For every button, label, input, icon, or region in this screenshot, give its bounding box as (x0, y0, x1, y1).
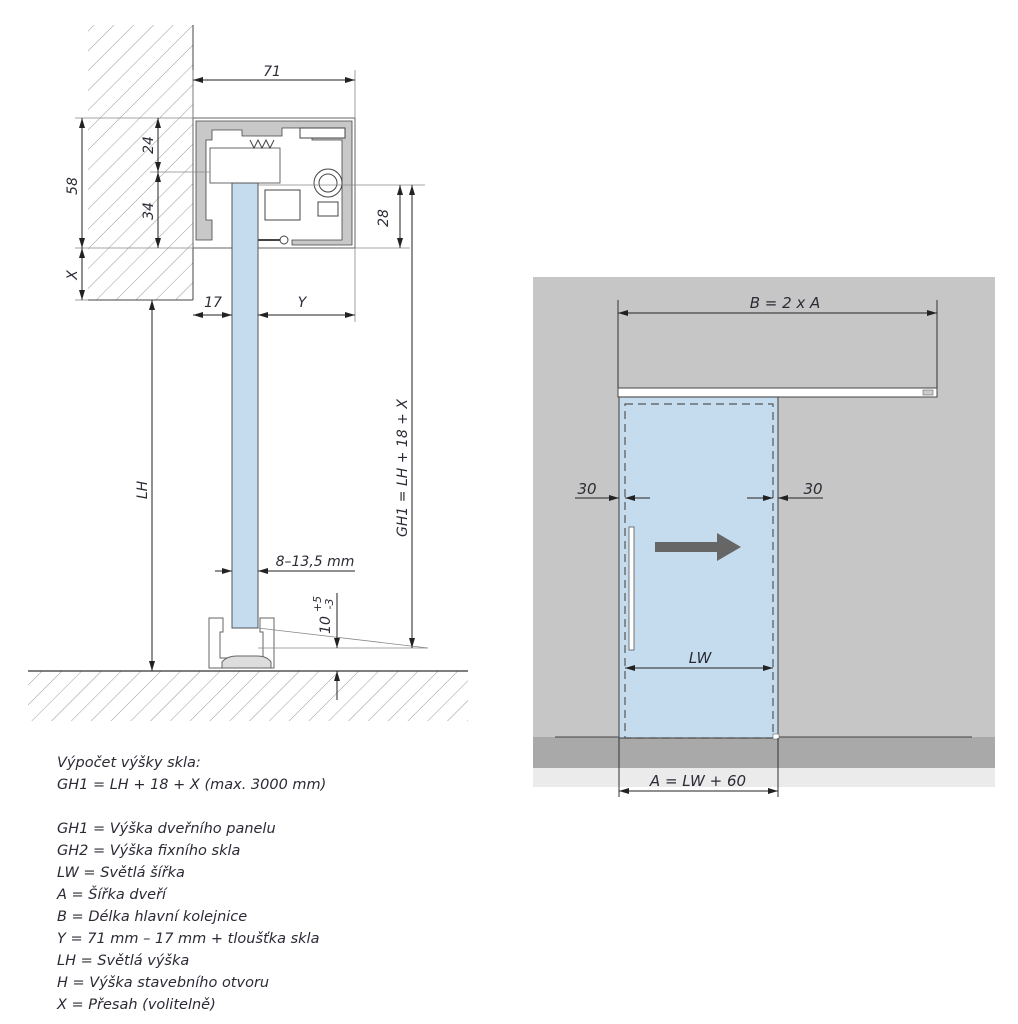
legend: Výpočet výšky skla: GH1 = LH + 18 + X (m… (56, 755, 326, 1013)
dim-y-label: Y (298, 295, 308, 311)
dim-10-label: 10 (318, 616, 334, 634)
legend-item: Y = 71 mm – 17 mm + tloušťka skla (57, 931, 319, 947)
floor-guide (208, 617, 275, 669)
dim-10-tol-minus: -3 (323, 599, 336, 610)
top-rail (617, 387, 938, 398)
dim-17-label: 17 (204, 295, 222, 311)
floor-band (533, 737, 995, 768)
dim-10-tol-plus: +5 (311, 596, 324, 612)
dim-30-right-label: 30 (803, 480, 822, 498)
legend-formula: GH1 = LH + 18 + X (max. 3000 mm) (57, 777, 326, 793)
legend-item: B = Délka hlavní kolejnice (57, 909, 247, 925)
dim-28-label: 28 (376, 209, 392, 227)
dim-lh-label: LH (135, 480, 151, 499)
legend-title: Výpočet výšky skla: (57, 755, 201, 771)
dim-71-label: 71 (263, 64, 281, 80)
front-view: B = 2 x A 30 30 LW A = LW + 60 (533, 277, 995, 797)
legend-item: LH = Světlá výška (57, 953, 189, 969)
legend-item: X = Přesah (volitelně) (56, 997, 216, 1013)
track-profile (192, 117, 356, 249)
clear-opening-outline (624, 403, 774, 739)
dim-a-label: A = LW + 60 (649, 772, 746, 790)
section-detail: 71 58 X 24 34 28 17 Y LH GH1 = LH + 18 +… (28, 25, 468, 721)
dim-gh1-label: GH1 = LH + 18 + X (395, 399, 411, 537)
rail-end-cap (922, 389, 934, 396)
dim-glass-thickness-label: 8–13,5 mm (276, 554, 355, 570)
dim-24-label: 24 (141, 136, 157, 154)
dim-b-label: B = 2 x A (750, 294, 821, 312)
dim-58-label: 58 (65, 177, 81, 195)
legend-item: H = Výška stavebního otvoru (57, 975, 269, 991)
slide-direction-arrow-icon (655, 533, 741, 561)
legend-item: GH2 = Výška fixního skla (57, 843, 240, 859)
legend-item: A = Šířka dveří (56, 885, 168, 903)
door-panel (618, 396, 779, 739)
wall-hatch (88, 25, 193, 300)
dim-30-left-label: 30 (577, 480, 596, 498)
door-handle (628, 526, 635, 651)
dim-x-label: X (65, 270, 81, 281)
floor-hatch (28, 671, 468, 721)
legend-item: GH1 = Výška dveřního panelu (57, 821, 276, 837)
dim-34-label: 34 (141, 202, 157, 220)
legend-item: LW = Světlá šířka (57, 865, 185, 881)
dim-lw-label: LW (689, 649, 713, 667)
glass-panel (231, 182, 259, 629)
